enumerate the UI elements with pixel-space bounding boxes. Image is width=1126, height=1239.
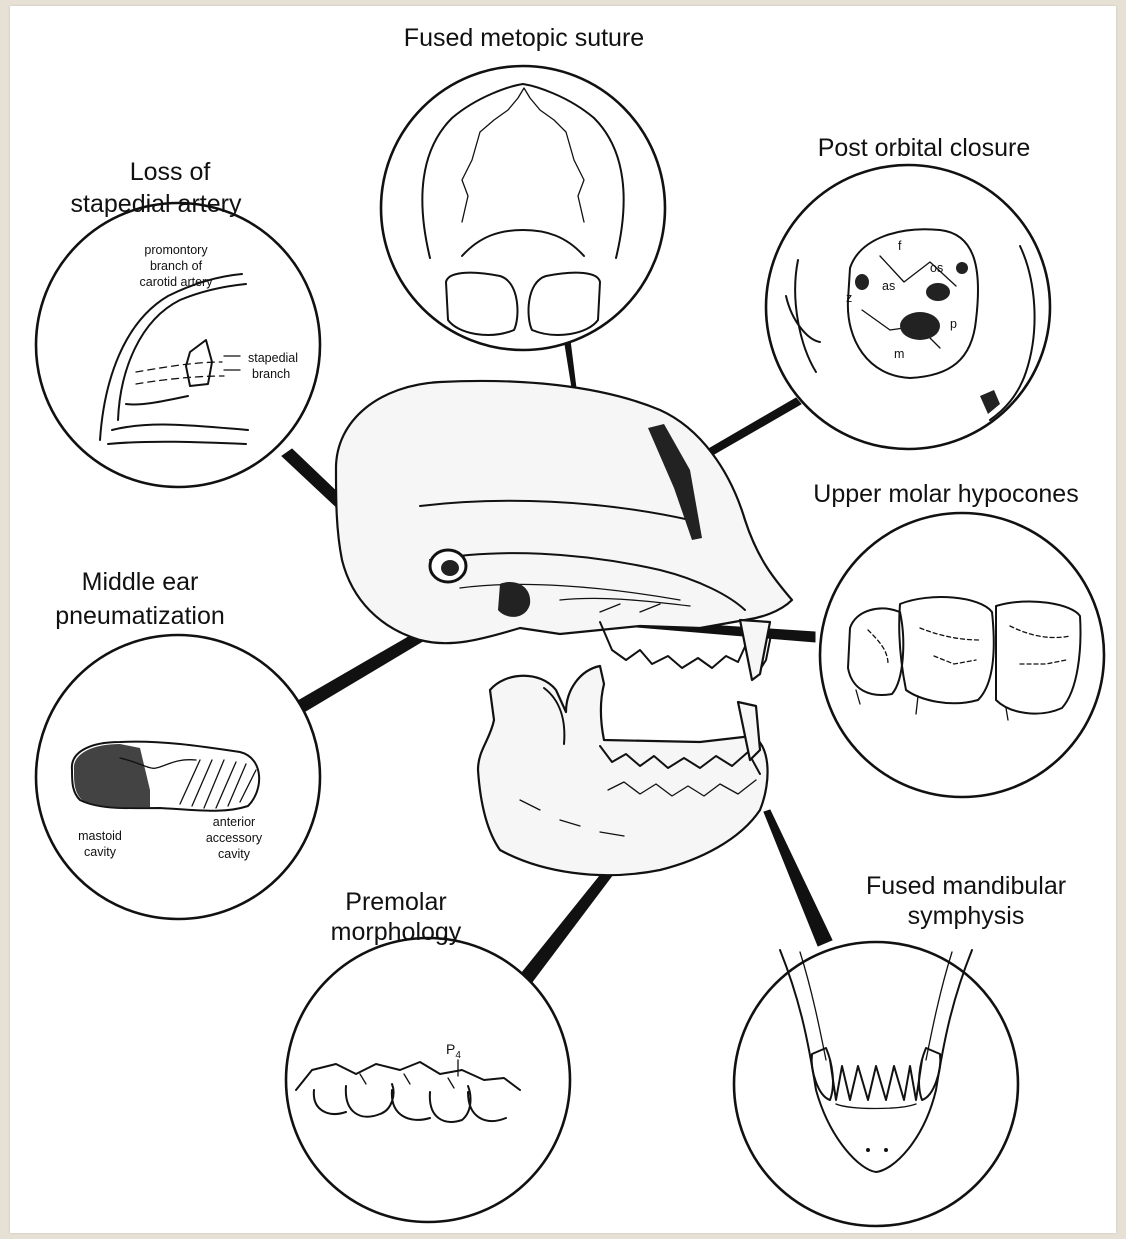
label-anterior-1: anterior [213, 815, 255, 829]
label-molar: Upper molar hypocones [813, 480, 1078, 508]
label-premolar-2: morphology [331, 918, 462, 946]
label-middle-ear-2: pneumatization [55, 602, 225, 630]
label-promontory-3: carotid artery [140, 275, 214, 289]
inset-postorbital: f os as z p m [766, 165, 1050, 449]
inset-stapedial: promontory branch of carotid artery stap… [36, 203, 320, 487]
orbit-label-m: m [894, 347, 904, 361]
orbit-label-os: os [930, 261, 943, 275]
inset-metopic-circle [381, 66, 665, 350]
label-mandibular-1: Fused mandibular [866, 872, 1066, 900]
foramen-4 [956, 262, 968, 274]
label-mandibular-2: symphysis [908, 902, 1025, 930]
inset-premolar: P4 [286, 938, 570, 1222]
label-p4-sub: 4 [455, 1050, 461, 1061]
inset-premolar-circle [286, 938, 570, 1222]
inset-middle-ear: mastoid cavity anterior accessory cavity [36, 635, 320, 919]
label-promontory-2: branch of [150, 259, 203, 273]
label-middle-ear-1: Middle ear [82, 568, 199, 596]
inset-molar-circle [820, 513, 1104, 797]
inset-mandibular-circle [734, 942, 1018, 1226]
foramen-2 [900, 312, 940, 340]
label-anterior-3: cavity [218, 847, 251, 861]
cranium [336, 381, 792, 643]
label-metopic: Fused metopic suture [404, 24, 644, 52]
inset-mandibular [734, 942, 1018, 1226]
foramen-1 [926, 283, 950, 301]
mastoid-cavity-shade [74, 744, 150, 808]
inset-molar [820, 513, 1104, 797]
foramen-3 [855, 274, 869, 290]
label-premolar-1: Premolar [345, 888, 446, 916]
label-mastoid-2: cavity [84, 845, 117, 859]
label-stapedial-1: stapedial [248, 351, 298, 365]
mental-foramen-1 [867, 1149, 870, 1152]
inset-metopic [381, 66, 665, 350]
orbit-label-p: p [950, 317, 957, 331]
orbit-label-as: as [882, 279, 895, 293]
label-stapedial-title-1: Loss of [130, 158, 211, 186]
label-postorbital: Post orbital closure [818, 134, 1031, 162]
mental-foramen-2 [885, 1149, 888, 1152]
label-stapedial-title-2: stapedial artery [71, 190, 242, 218]
ear-opening-inner [441, 560, 459, 576]
orbit-label-z: z [846, 291, 852, 305]
label-anterior-2: accessory [206, 831, 263, 845]
mandible [478, 666, 768, 875]
orbit-label-f: f [898, 239, 902, 253]
inset-postorbital-circle [766, 165, 1050, 449]
label-promontory-1: promontory [144, 243, 208, 257]
label-stapedial-2: branch [252, 367, 290, 381]
label-mastoid-1: mastoid [78, 829, 122, 843]
label-p4-letter: P [446, 1041, 455, 1057]
connector-mandibular [764, 810, 832, 946]
